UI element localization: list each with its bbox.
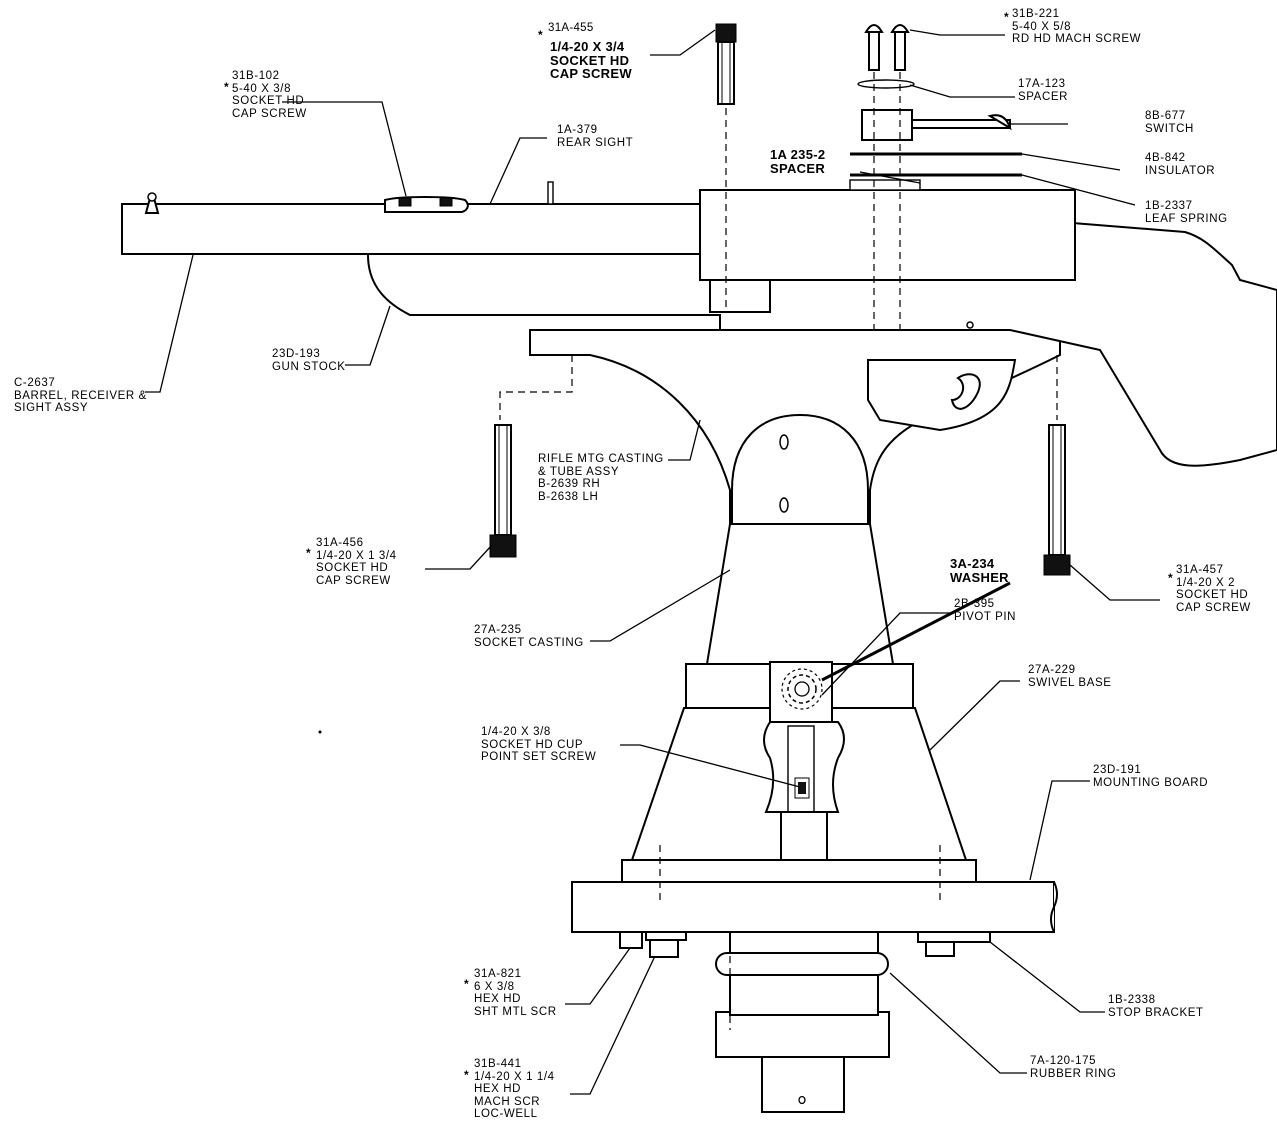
label-31a456: 31A-456 1/4-20 x 1 3/4 SOCKET HD CAP SCR…: [316, 537, 397, 587]
rubber-ring: [715, 952, 889, 976]
label-31a455: 1/4-20 x 3/4 SOCKET HD CAP SCREW: [550, 39, 632, 81]
label-c2637: C-2637 BARREL, RECEIVER & SIGHT ASSY: [14, 377, 147, 414]
label-23d191: 23D-191 MOUNTING BOARD: [1093, 764, 1209, 789]
cap-screw-31a456: [489, 424, 517, 558]
label-31b441: 31B-441 1/4-20 x 1 1/4 HEX HD MACH SCR L…: [474, 1058, 555, 1120]
star-31a456: *: [306, 546, 311, 560]
label-8b677: 8B-677 SWITCH: [1145, 110, 1194, 135]
label-27a229: 27A-229 SWIVEL BASE: [1028, 664, 1112, 689]
insulator-and-spring: [850, 152, 1022, 177]
hex-screws: [619, 931, 687, 958]
mounting-board: [571, 859, 1058, 933]
label-31b102: 31B-102 5-40 x 3/8 SOCKET HD CAP SCREW: [232, 70, 307, 120]
mach-screws-31b221: [864, 24, 910, 71]
gun-stock: [367, 219, 1277, 467]
barrel-receiver: [121, 179, 1076, 313]
label-31a457: 31A-457 1/4-20 x 2 SOCKET HD CAP SCREW: [1176, 564, 1251, 614]
label-31a821: 31A-821 6 x 3/8 HEX HD SHT MTL SCR: [474, 968, 557, 1018]
label-31a455-num: 31A-455: [548, 22, 594, 34]
label-1a2352: 1A 235-2 SPACER: [770, 147, 826, 176]
cap-screw-31a457: [1043, 424, 1071, 576]
star-31b221: *: [1004, 10, 1009, 24]
cap-screw-31a455: [715, 23, 737, 105]
label-rifle-mtg: RIFLE MTG CASTING & TUBE ASSY B-2639 RH …: [538, 453, 664, 503]
label-31b221: 31B-221 5-40 x 5/8 RD HD MACH SCREW: [1012, 8, 1142, 45]
socket-casting: [705, 523, 895, 861]
label-setscrew: 1/4-20 x 3/8 SOCKET HD CUP POINT SET SCR…: [481, 726, 597, 763]
leader-lines: [145, 29, 1160, 1095]
label-7a120: 7A-120-175 RUBBER RING: [1030, 1055, 1117, 1080]
label-1b2337: 1B-2337 LEAF SPRING: [1145, 200, 1228, 225]
label-1a379: 1A-379 REAR SIGHT: [557, 124, 634, 149]
star-31b441: *: [464, 1068, 469, 1082]
hidden-lines: [499, 72, 1058, 1030]
spacer-17a123: [857, 79, 915, 89]
star-31a457: *: [1168, 571, 1173, 585]
label-3a234: 3A-234 WASHER: [950, 556, 1009, 585]
switch-8b677: [861, 109, 1012, 141]
label-4b842: 4B-842 INSULATOR: [1145, 152, 1216, 177]
star-31a455: *: [538, 28, 543, 42]
label-27a235: 27A-235 SOCKET CASTING: [474, 624, 584, 649]
star-31b102: *: [224, 80, 229, 94]
speck: [318, 730, 322, 734]
label-17a123: 17A-123 SPACER: [1018, 78, 1069, 103]
label-2b395: 2B-395 PIVOT PIN: [954, 598, 1017, 623]
label-23d193: 23D-193 GUN STOCK: [272, 348, 346, 373]
stop-bracket: [917, 931, 991, 957]
label-1b2338: 1B-2338 STOP BRACKET: [1108, 994, 1204, 1019]
star-31a821: *: [464, 977, 469, 991]
